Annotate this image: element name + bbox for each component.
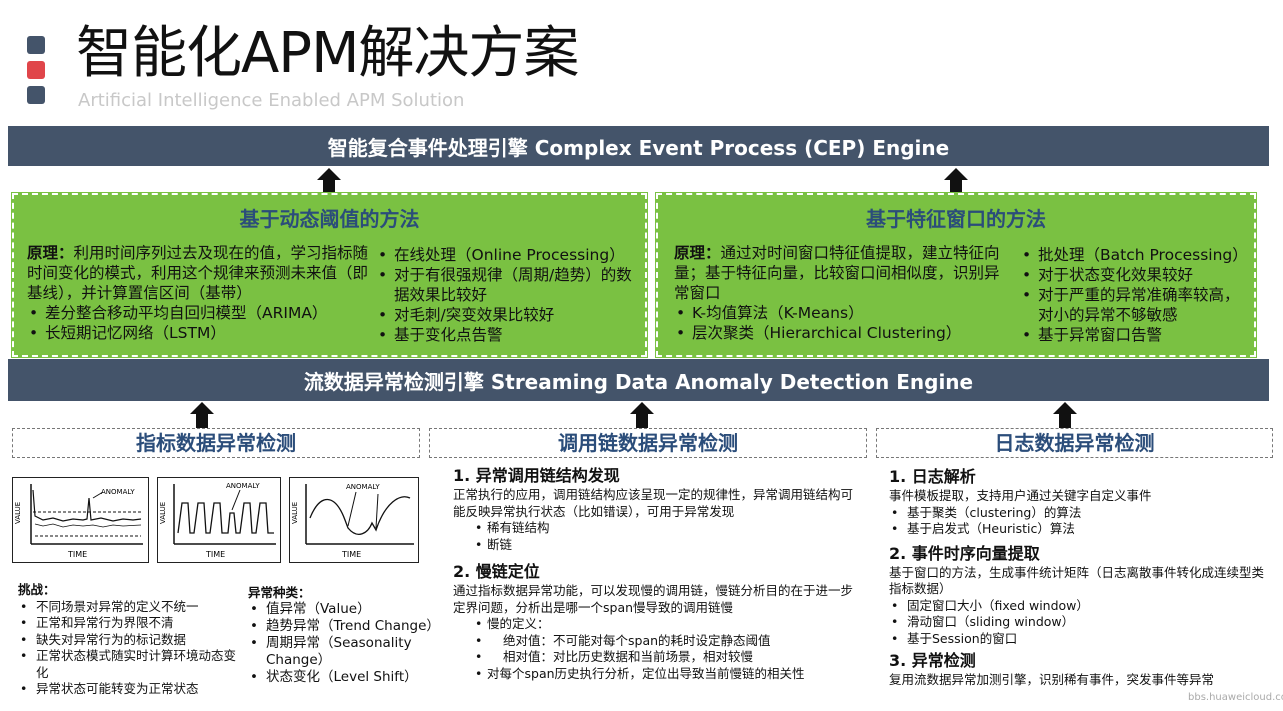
list-item: 对于有很强规律（周期/趋势）的数据效果比较好: [376, 265, 641, 305]
list-item: 缺失对异常行为的标记数据: [18, 632, 240, 649]
trace-section-1-title: 1. 异常调用链结构发现: [453, 466, 620, 485]
challenges-block: 挑战： 不同场景对异常的定义不统一 正常和异常行为界限不清 缺失对异常行为的标记…: [18, 582, 240, 698]
dynamic-threshold-heading: 基于动态阈值的方法: [239, 207, 420, 231]
trend-anomaly-sketch: VALUE TIME ANOMALY: [289, 477, 419, 563]
streaming-engine-bar: 流数据异常检测引擎 Streaming Data Anomaly Detecti…: [8, 359, 1269, 401]
list-item: 对每个span历史执行分析，定位出导致当前慢链的相关性: [453, 666, 853, 683]
list-item: K-均值算法（K-Means）: [674, 303, 1014, 323]
list-item: 周期异常（Seasonality Change）: [248, 635, 448, 669]
up-arrow-icon: [317, 168, 341, 194]
list-item: 正常状态模式随实时计算环境动态变化: [18, 648, 240, 681]
list-item: 固定窗口大小（fixed window）: [889, 598, 1265, 615]
list-item: 基于启发式（Heuristic）算法: [889, 521, 1265, 538]
list-item: 状态变化（Level Shift）: [248, 669, 448, 686]
anomaly-types-block: 异常种类： 值异常（Value） 趋势异常（Trend Change） 周期异常…: [248, 584, 448, 686]
feature-window-right: 批处理（Batch Processing） 对于状态变化效果较好 对于严重的异常…: [1020, 245, 1252, 345]
decor-square-bottom: [27, 86, 45, 104]
anomaly-label: ANOMALY: [101, 488, 135, 496]
feature-window-heading: 基于特征窗口的方法: [866, 207, 1046, 231]
log-section-1-text: 事件模板提取，支持用户通过关键字自定义事件: [889, 488, 1152, 503]
trace-section-1-text: 正常执行的应用，调用链结构应该呈现一定的规律性，异常调用链结构可能反映异常执行状…: [453, 487, 854, 519]
list-item: 基于聚类（clustering）的算法: [889, 505, 1265, 522]
list-item: 绝对值：不可能对每个span的耗时设定静态阈值: [473, 633, 853, 650]
log-section-1-title: 1. 日志解析: [889, 467, 976, 486]
list-item: 对毛刺/突变效果比较好: [376, 305, 641, 325]
feature-window-models: K-均值算法（K-Means） 层次聚类（Hierarchical Cluste…: [674, 303, 1014, 343]
decor-square-middle: [27, 61, 45, 79]
axis-label-value: VALUE: [291, 502, 299, 524]
anomaly-types-label: 异常种类：: [248, 585, 311, 600]
axis-label-time: TIME: [205, 550, 225, 559]
feature-window-principle: 原理：通过对时间窗口特征值提取，建立特征向量；基于特征向量，比较窗口间相似度，识…: [674, 244, 1000, 302]
list-item: 基于变化点告警: [376, 325, 641, 345]
list-item: 层次聚类（Hierarchical Clustering）: [674, 323, 1014, 343]
cep-engine-label: 智能复合事件处理引擎 Complex Event Process (CEP) E…: [327, 135, 950, 160]
trace-detection-content: 1. 异常调用链结构发现 正常执行的应用，调用链结构应该呈现一定的规律性，异常调…: [453, 465, 853, 682]
list-item: 值异常（Value）: [248, 601, 448, 618]
page-subtitle: Artificial Intelligence Enabled APM Solu…: [78, 90, 465, 111]
trace-detection-header: 调用链数据异常检测: [429, 428, 867, 458]
dynamic-threshold-principle: 原理：利用时间序列过去及现在的值，学习指标随时间变化的模式，利用这个规律来预测未…: [27, 244, 369, 302]
list-item: 差分整合移动平均自回归模型（ARIMA）: [27, 303, 372, 323]
up-arrow-icon: [190, 402, 214, 428]
list-item: 趋势异常（Trend Change）: [248, 618, 448, 635]
up-arrow-icon: [1053, 402, 1077, 428]
list-item: 对于严重的异常准确率较高，对小的异常不够敏感: [1020, 285, 1252, 325]
list-item: 异常状态可能转变为正常状态: [18, 681, 240, 698]
axis-label-time: TIME: [341, 550, 361, 559]
list-item: 在线处理（Online Processing）: [376, 245, 641, 265]
feature-window-left: 原理：通过对时间窗口特征值提取，建立特征向量；基于特征向量，比较窗口间相似度，识…: [674, 243, 1014, 343]
log-section-3-text: 复用流数据异常加测引擎，识别稀有事件，突发事件等异常: [889, 672, 1215, 687]
list-item: 不同场景对异常的定义不统一: [18, 599, 240, 616]
axis-label-value: VALUE: [14, 502, 22, 524]
list-item: 长短期记忆网络（LSTM）: [27, 323, 372, 343]
dynamic-threshold-models: 差分整合移动平均自回归模型（ARIMA） 长短期记忆网络（LSTM）: [27, 303, 372, 343]
log-detection-content: 1. 日志解析 事件模板提取，支持用户通过关键字自定义事件 基于聚类（clust…: [889, 466, 1265, 689]
list-item: 正常和异常行为界限不清: [18, 615, 240, 632]
log-section-3-title: 3. 异常检测: [889, 651, 976, 670]
decor-square-top: [27, 36, 45, 54]
list-item: 慢的定义：: [453, 616, 853, 633]
list-item: 基于异常窗口告警: [1020, 325, 1252, 345]
dynamic-threshold-panel: 基于动态阈值的方法 原理：利用时间序列过去及现在的值，学习指标随时间变化的模式，…: [11, 192, 648, 358]
trace-section-2-title: 2. 慢链定位: [453, 562, 540, 581]
challenges-label: 挑战：: [18, 582, 56, 597]
cep-engine-bar: 智能复合事件处理引擎 Complex Event Process (CEP) E…: [8, 126, 1269, 166]
dynamic-threshold-left: 原理：利用时间序列过去及现在的值，学习指标随时间变化的模式，利用这个规律来预测未…: [27, 243, 372, 343]
axis-label-value: VALUE: [159, 502, 167, 524]
log-section-2-text: 基于窗口的方法，生成事件统计矩阵（日志离散事件转化成连续型类指标数据）: [889, 564, 1265, 597]
list-item: 断链: [453, 537, 853, 554]
streaming-engine-label: 流数据异常检测引擎 Streaming Data Anomaly Detecti…: [303, 369, 974, 394]
log-detection-header: 日志数据异常检测: [876, 428, 1273, 458]
metric-detection-header: 指标数据异常检测: [12, 428, 420, 458]
list-item: 滑动窗口（sliding window）: [889, 614, 1265, 631]
value-anomaly-sketch: VALUE TIME ANOMALY: [12, 477, 149, 563]
up-arrow-icon: [630, 402, 654, 428]
feature-window-panel: 基于特征窗口的方法 原理：通过对时间窗口特征值提取，建立特征向量；基于特征向量，…: [655, 192, 1257, 358]
up-arrow-icon: [944, 168, 968, 194]
list-item: 基于Session的窗口: [889, 631, 1265, 648]
list-item: 批处理（Batch Processing）: [1020, 245, 1252, 265]
list-item: 对于状态变化效果较好: [1020, 265, 1252, 285]
page-title: 智能化APM解决方案: [76, 21, 579, 86]
list-item: 相对值：对比历史数据和当前场景，相对较慢: [473, 649, 853, 666]
dynamic-threshold-right: 在线处理（Online Processing） 对于有很强规律（周期/趋势）的数…: [376, 245, 641, 345]
seasonality-anomaly-sketch: VALUE TIME ANOMALY: [157, 477, 281, 563]
log-section-2-title: 2. 事件时序向量提取: [889, 543, 1040, 563]
trace-section-2-text: 通过指标数据异常功能，可以发现慢的调用链，慢链分析目的在于进一步定界问题，分析出…: [453, 583, 854, 615]
watermark: bbs.huaweicloud.com: [1188, 692, 1283, 703]
axis-label-time: TIME: [67, 550, 87, 559]
anomaly-label: ANOMALY: [346, 483, 380, 491]
anomaly-label: ANOMALY: [226, 482, 260, 490]
list-item: 稀有链结构: [453, 520, 853, 537]
